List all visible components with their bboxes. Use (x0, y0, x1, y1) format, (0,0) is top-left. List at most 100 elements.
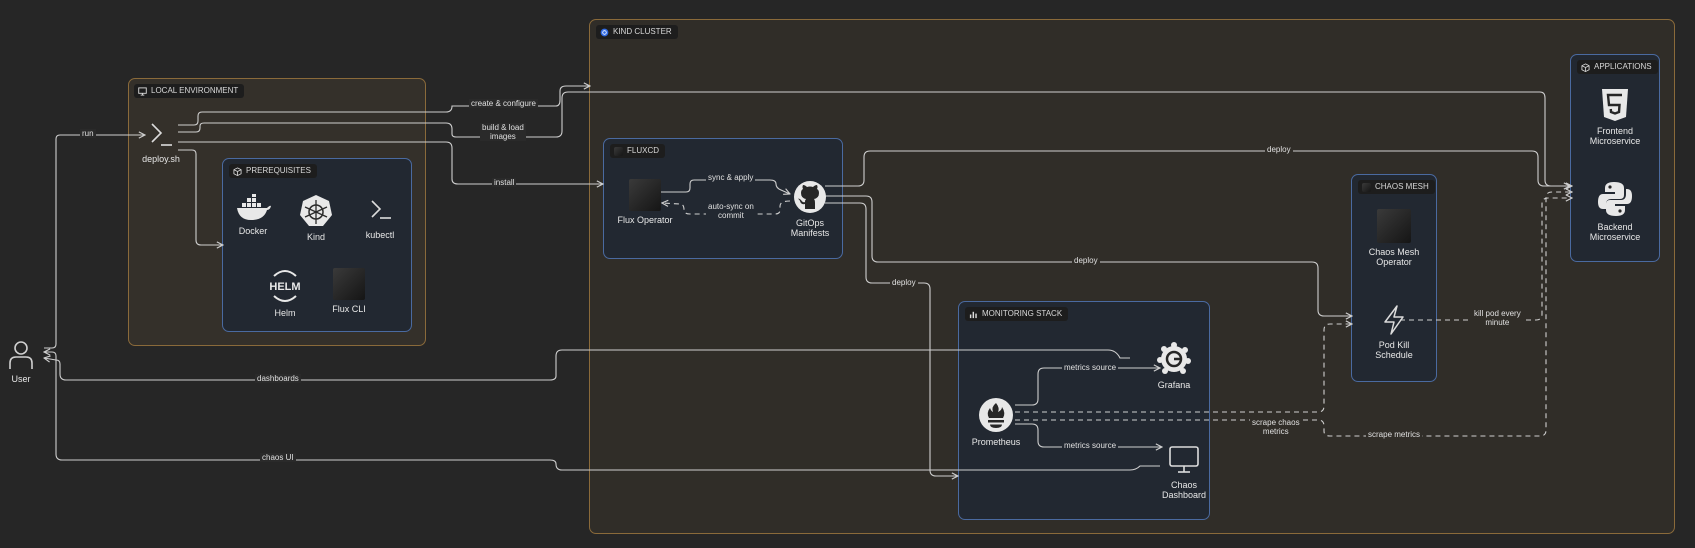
chaos-op-label-line1: Chaos Mesh (1368, 247, 1420, 257)
chaos-dash-label-line1: Chaos (1170, 480, 1197, 490)
edge-label-deploy-apps: deploy (1265, 145, 1293, 154)
grafana-node[interactable]: Grafana (1150, 342, 1198, 390)
chaos-mesh-operator-node[interactable]: Chaos Mesh Operator (1358, 209, 1430, 267)
edge-label-metrics2: metrics source (1062, 441, 1119, 450)
edge-label-scrape-chaos: scrape chaos metrics (1250, 418, 1302, 436)
docker-node[interactable]: Docker (230, 194, 276, 236)
grafana-label: Grafana (1157, 380, 1191, 390)
gitops-label-line1: GitOps (795, 218, 824, 228)
deploy-script-label: deploy.sh (142, 154, 180, 164)
python-icon (1598, 182, 1632, 216)
monitoring-stack-tag: MONITORING STACK (965, 307, 1069, 321)
prerequisites-label: PREREQUISITES (246, 166, 311, 175)
user-node[interactable]: User (2, 340, 40, 384)
flux-cli-node[interactable]: Flux CLI (326, 268, 372, 314)
svg-text:HELM: HELM (269, 281, 300, 293)
edge-label-autosync-line1: auto-sync on (708, 202, 754, 211)
chaos-dash-label-line2: Dashboard (1161, 490, 1207, 500)
gitops-manifests-node[interactable]: GitOps Manifests (780, 180, 840, 238)
user-icon (9, 341, 33, 369)
gitops-label-line2: Manifests (790, 228, 830, 238)
frontend-label-line1: Frontend (1596, 126, 1634, 136)
chaos-op-label-line2: Operator (1376, 257, 1412, 267)
lightning-icon (1384, 305, 1404, 335)
edge-label-killpod-line1: kill pod every (1474, 309, 1521, 318)
kind-cluster-tag: KIND CLUSTER (596, 25, 678, 39)
edge-label-sync: sync & apply (706, 173, 756, 182)
applications-tag: APPLICATIONS (1577, 60, 1658, 74)
flux-operator-node[interactable]: Flux Operator (610, 179, 680, 225)
edge-label-chaos-ui: chaos UI (260, 453, 296, 462)
monitor-icon (1169, 446, 1199, 473)
html5-icon (1602, 89, 1628, 121)
cube-icon (233, 166, 242, 176)
kind-node[interactable]: Kind (296, 194, 336, 242)
terminal-icon (151, 123, 172, 146)
prometheus-icon (979, 398, 1013, 432)
prometheus-node[interactable]: Prometheus (968, 397, 1024, 447)
docker-label: Docker (238, 226, 268, 236)
edge-label-killpod-line2: minute (1485, 318, 1510, 327)
frontend-microservice-node[interactable]: Frontend Microservice (1580, 88, 1650, 146)
terminal-icon (371, 200, 391, 219)
flux-cli-label: Flux CLI (332, 304, 366, 314)
kubernetes-icon (600, 28, 609, 36)
prerequisites-group: PREREQUISITES (222, 158, 412, 332)
fluxcd-tag: FLUXCD (610, 144, 666, 158)
chaos-dashboard-node[interactable]: Chaos Dashboard (1152, 444, 1216, 500)
applications-label: APPLICATIONS (1594, 62, 1652, 71)
helm-icon: HELM (269, 270, 301, 302)
flux-operator-icon (629, 179, 661, 211)
pod-kill-schedule-node[interactable]: Pod Kill Schedule (1360, 304, 1428, 360)
helm-node[interactable]: HELM Helm (263, 268, 307, 318)
edge-label-deploy-mon: deploy (890, 278, 918, 287)
monitor-icon (138, 86, 147, 96)
backend-label-line1: Backend (1597, 222, 1633, 232)
user-label: User (11, 374, 31, 384)
grafana-icon (1157, 342, 1191, 374)
backend-label-line2: Microservice (1589, 232, 1641, 242)
edge-label-dashboards: dashboards (255, 374, 301, 383)
chaos-mesh-icon (1362, 182, 1371, 192)
edge-label-scrape-chaos-line1: scrape chaos (1252, 418, 1300, 427)
edge-label-run: run (80, 129, 96, 138)
backend-microservice-node[interactable]: Backend Microservice (1580, 180, 1650, 242)
deploy-script-node[interactable]: deploy.sh (136, 120, 186, 164)
kind-label: Kind (306, 232, 325, 242)
edge-label-metrics1: metrics source (1062, 363, 1119, 372)
bar-chart-icon (969, 311, 977, 318)
edge-label-install: install (492, 178, 517, 187)
edge-label-killpod: kill pod every minute (1472, 309, 1523, 327)
edge-label-autosync: auto-sync on commit (706, 202, 756, 220)
pod-kill-label-line1: Pod Kill (1378, 340, 1410, 350)
local-environment-label: LOCAL ENVIRONMENT (151, 86, 239, 95)
kubectl-label: kubectl (365, 230, 395, 240)
edge-label-deploy-chaos: deploy (1072, 256, 1100, 265)
kind-cluster-label: KIND CLUSTER (613, 27, 672, 36)
prerequisites-tag: PREREQUISITES (229, 164, 317, 178)
frontend-label-line2: Microservice (1589, 136, 1641, 146)
edge-label-scrape-chaos-line2: metrics (1262, 427, 1289, 436)
docker-icon (237, 194, 271, 220)
edge-label-autosync-line2: commit (718, 211, 744, 220)
flux-operator-label: Flux Operator (617, 215, 673, 225)
chaos-mesh-operator-icon (1377, 209, 1411, 243)
flux-cli-icon (333, 268, 365, 300)
edge-label-scrape: scrape metrics (1366, 430, 1423, 439)
chaos-mesh-label: CHAOS MESH (1375, 182, 1429, 191)
kubectl-node[interactable]: kubectl (360, 196, 400, 240)
fluxcd-label: FLUXCD (627, 146, 660, 155)
kubernetes-helm-wheel-icon (300, 195, 332, 226)
local-environment-tag: LOCAL ENVIRONMENT (134, 84, 245, 98)
chaos-mesh-tag: CHAOS MESH (1358, 180, 1435, 194)
github-icon (794, 181, 826, 213)
edge-label-build-line1: build & load (482, 123, 524, 132)
flux-icon (614, 146, 623, 156)
monitoring-stack-label: MONITORING STACK (982, 309, 1063, 318)
cube-icon (1581, 62, 1590, 72)
edge-label-create: create & configure (469, 99, 538, 108)
prometheus-label: Prometheus (971, 437, 1021, 447)
edge-label-build: build & load images (480, 123, 526, 141)
helm-label: Helm (274, 308, 296, 318)
